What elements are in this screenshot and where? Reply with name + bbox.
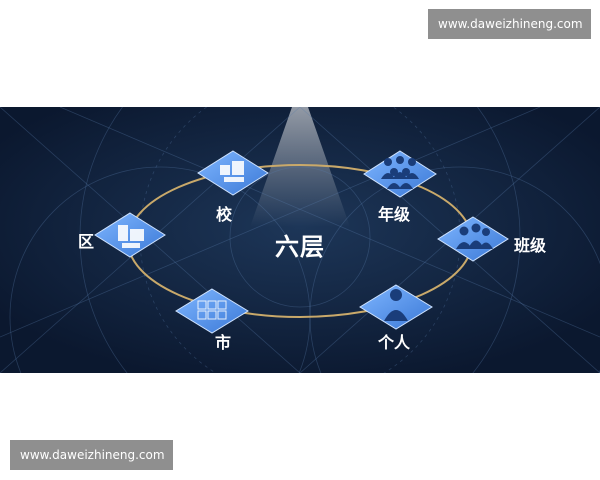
city-map-icon <box>197 300 227 320</box>
class-group-icon <box>456 223 493 249</box>
node-label-banji: 班级 <box>514 236 547 255</box>
node-geren-tile <box>359 284 433 330</box>
person-icon <box>384 289 408 321</box>
light-beam <box>250 107 350 227</box>
node-label-geren: 个人 <box>378 333 411 352</box>
people-group-icon <box>381 156 419 189</box>
watermark-bottom: www.daweizhineng.com <box>10 440 173 470</box>
district-buildings-icon <box>118 225 144 248</box>
node-label-qu: 区 <box>78 232 95 251</box>
node-label-nianji: 年级 <box>378 205 411 224</box>
node-label-xiao: 校 <box>216 205 233 224</box>
diagram-canvas <box>0 107 600 373</box>
node-shi-tile <box>175 288 249 334</box>
node-nianji-tile <box>363 150 437 198</box>
campus-buildings-icon <box>220 161 244 182</box>
node-qu-tile <box>94 212 166 258</box>
node-label-shi: 市 <box>215 333 232 352</box>
center-label: 六层 <box>275 233 325 261</box>
node-banji-tile <box>437 216 509 262</box>
node-xiao-tile <box>197 150 269 196</box>
six-layer-diagram: 六层 校 年级 区 班级 市 个人 <box>0 107 600 373</box>
watermark-top: www.daweizhineng.com <box>428 9 591 39</box>
